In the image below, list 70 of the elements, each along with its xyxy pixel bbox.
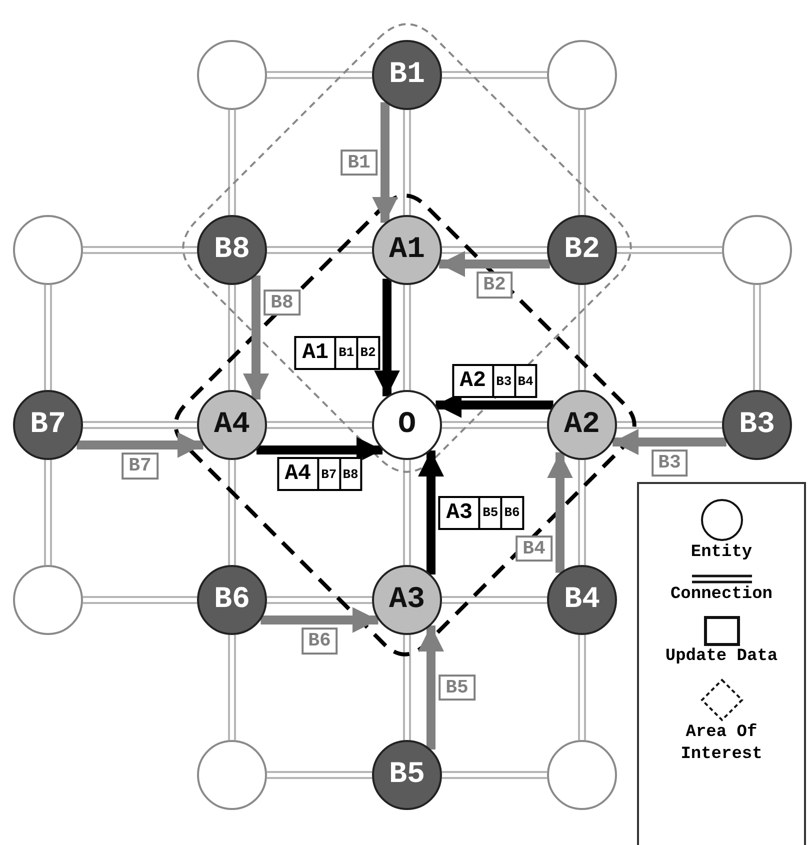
update-label: B1 — [340, 149, 378, 176]
connection-line — [228, 459, 236, 566]
entity-circle: O — [372, 390, 442, 460]
connection-line — [441, 596, 548, 604]
entity-circle: B7 — [13, 390, 83, 460]
connection-line — [228, 109, 236, 216]
entity-circle: B3 — [722, 390, 792, 460]
connection-line — [403, 634, 411, 741]
data-arrow — [260, 607, 378, 633]
entity-circle: B2 — [547, 215, 617, 285]
connection-line — [44, 284, 52, 391]
update-label: B8 — [264, 289, 300, 316]
update-label: B4 — [516, 535, 552, 562]
entity-circle: B5 — [372, 740, 442, 810]
connection-line — [266, 421, 373, 429]
connection-line — [753, 284, 761, 391]
connection-line — [266, 596, 373, 604]
update-label: B7 — [122, 452, 158, 480]
connection-line — [441, 246, 548, 254]
connection-line — [266, 771, 373, 779]
connection-line — [82, 421, 198, 429]
update-label: B3 — [651, 450, 688, 476]
legend-label: Connection — [669, 584, 774, 606]
data-arrow — [374, 278, 400, 396]
entity-circle: A1 — [372, 215, 442, 285]
entity-circle: B4 — [547, 565, 617, 635]
data-arrow — [243, 275, 269, 400]
connection-line — [441, 71, 548, 79]
update-label: B6 — [301, 628, 338, 654]
data-arrow — [418, 450, 444, 575]
connection-line — [266, 71, 373, 79]
data-arrow — [256, 437, 382, 463]
data-arrow — [418, 625, 444, 750]
update-packet-label: A3 B5 B6 — [438, 496, 524, 530]
connection-line — [82, 246, 198, 254]
data-arrow — [547, 452, 573, 573]
connection-line — [228, 284, 236, 391]
connection-line — [403, 459, 411, 566]
connection-line — [578, 634, 586, 741]
entity-circle: B1 — [372, 40, 442, 110]
connection-line — [578, 284, 586, 391]
data-arrow — [76, 432, 204, 458]
entity-circle: B6 — [197, 565, 267, 635]
data-arrow — [439, 251, 550, 277]
legend-label: Entity — [690, 542, 754, 564]
connection-line — [616, 246, 723, 254]
connection-line — [616, 421, 723, 429]
update-label: B2 — [476, 272, 513, 298]
entity-circle: A4 — [197, 390, 267, 460]
legend-label: Update Data — [664, 646, 779, 668]
connection-line — [403, 109, 411, 216]
connection-line — [82, 596, 198, 604]
legend-label: Area Of Interest — [680, 722, 764, 766]
data-arrow — [372, 102, 398, 223]
connection-line — [441, 421, 548, 429]
data-arrow — [612, 429, 726, 455]
connection-line — [578, 109, 586, 216]
entity-circle: A2 — [547, 390, 617, 460]
connection-line — [266, 246, 373, 254]
update-packet-label: A4 B7 B8 — [276, 457, 362, 491]
entity-circle: B8 — [197, 215, 267, 285]
entity-circle: A3 — [372, 565, 442, 635]
connection-line — [403, 284, 411, 391]
update-packet-label: A2 B3 B4 — [452, 364, 538, 398]
connection-line — [441, 771, 548, 779]
connection-line — [228, 634, 236, 741]
update-packet-label: A1 B1 B2 — [294, 336, 380, 370]
connection-line — [44, 459, 52, 566]
connection-line — [578, 459, 586, 566]
update-label: B5 — [438, 674, 476, 701]
